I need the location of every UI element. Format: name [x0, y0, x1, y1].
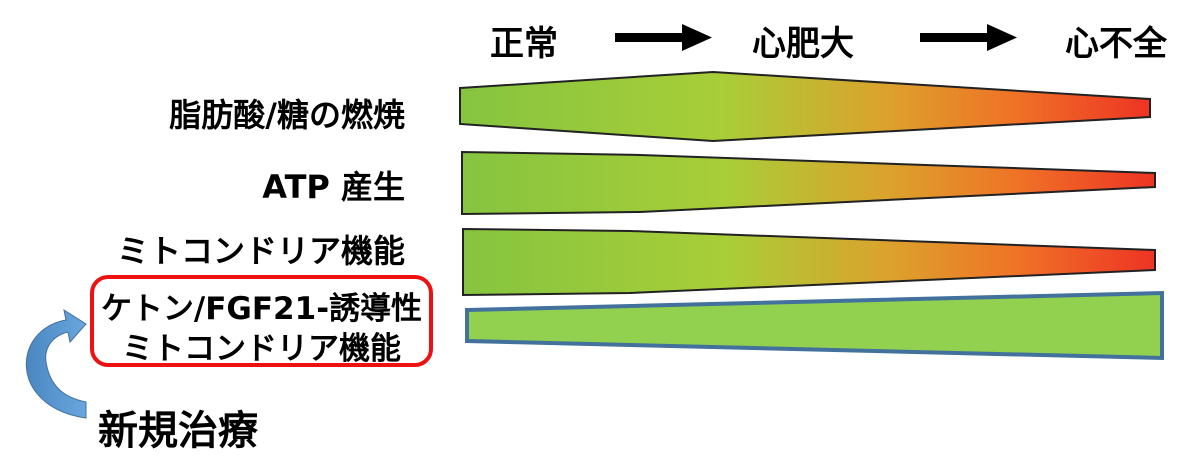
row-label-mitochondria: ミトコンドリア機能 — [116, 232, 405, 270]
bar-mitochondrial-function — [462, 227, 1156, 297]
highlight-line1: ケトン/FGF21-誘導性 — [100, 291, 423, 327]
bar-ketone-fgf21-mitochondrial-function — [465, 290, 1164, 361]
stage-hypertrophy: 心肥大 — [752, 24, 854, 64]
stage-heart-failure: 心不全 — [1065, 24, 1167, 64]
curved-arrow-icon — [25, 308, 87, 419]
highlight-box: ケトン/FGF21-誘導性 ミトコンドリア機能 — [90, 275, 433, 367]
arrow-right-icon — [920, 24, 1017, 51]
therapy-label: 新規治療 — [98, 408, 258, 454]
arrow-right-icon — [615, 24, 712, 51]
stage-normal: 正常 — [490, 24, 558, 64]
bar-atp-production — [461, 150, 1156, 216]
row-label-fatty-acid-glucose: 脂肪酸/糖の燃焼 — [169, 96, 405, 134]
highlight-line2: ミトコンドリア機能 — [122, 331, 401, 367]
bar-fatty-acid-glucose-combustion — [459, 70, 1151, 143]
row-label-atp: ATP 産生 — [262, 168, 405, 206]
